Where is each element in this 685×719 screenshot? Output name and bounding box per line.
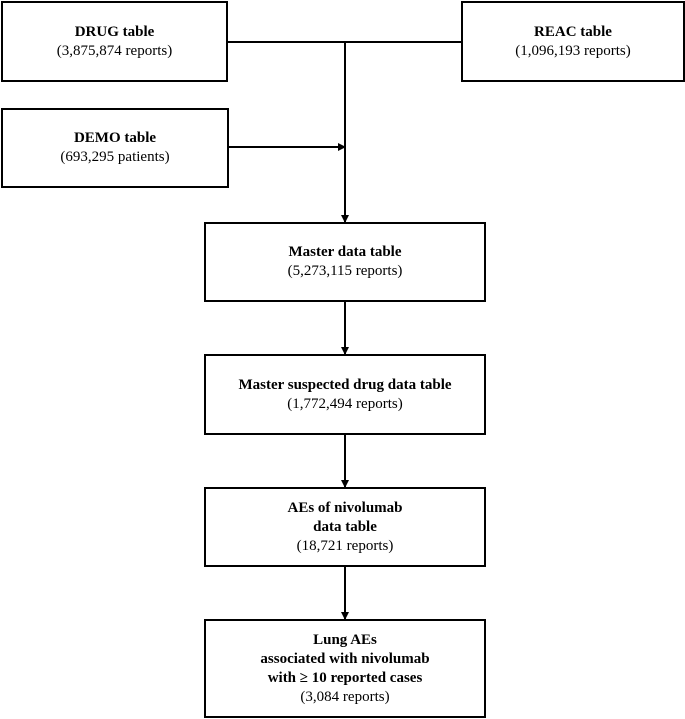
lung-aes-title-line3: with ≥ 10 reported cases [267,669,423,686]
drug-table-count: (3,875,874 reports) [56,42,173,59]
master-suspected-drug-box: Master suspected drug data table (1,772,… [204,354,486,435]
lung-aes-title-line2: associated with nivolumab [260,650,430,667]
lung-aes-title-line1: Lung AEs [313,631,377,648]
demo-table-box: DEMO table (693,295 patients) [1,108,229,188]
master-suspected-drug-title: Master suspected drug data table [238,376,452,393]
reac-table-box: REAC table (1,096,193 reports) [461,1,685,82]
lung-aes-box: Lung AEs associated with nivolumab with … [204,619,486,718]
master-suspected-drug-count: (1,772,494 reports) [287,395,403,412]
demo-table-title: DEMO table [73,130,157,146]
nivolumab-aes-title-line2: data table [313,518,377,535]
nivolumab-aes-box: AEs of nivolumab data table (18,721 repo… [204,487,486,567]
master-data-table-count: (5,273,115 reports) [287,263,403,279]
reac-table-count: (1,096,193 reports) [515,42,631,59]
drug-table-box: DRUG table (3,875,874 reports) [1,1,228,82]
master-data-table-title: Master data table [288,244,402,260]
reac-table-title: REAC table [534,23,612,40]
drug-table-title: DRUG table [74,23,155,40]
master-data-table-box: Master data table (5,273,115 reports) [204,222,486,302]
demo-table-count: (693,295 patients) [60,149,170,165]
nivolumab-aes-title-line1: AEs of nivolumab [287,499,403,516]
lung-aes-count: (3,084 reports) [300,688,390,705]
nivolumab-aes-count: (18,721 reports) [296,537,394,554]
